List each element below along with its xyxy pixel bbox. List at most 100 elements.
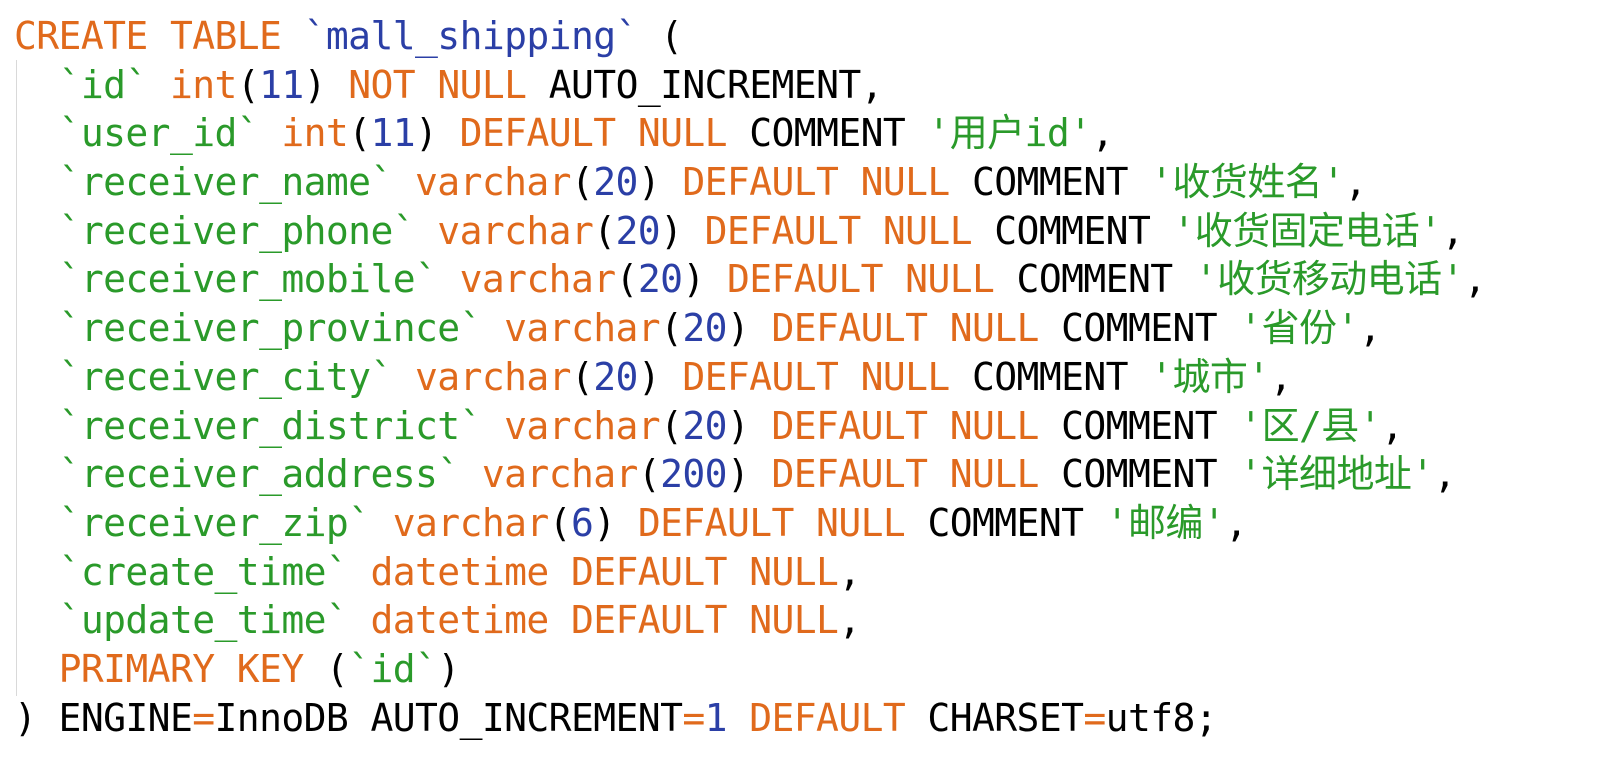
code-token: datetime DEFAULT NULL (348, 549, 839, 594)
sql-code-block[interactable]: CREATE TABLE `mall_shipping` ( `id` int(… (14, 12, 1487, 743)
code-line: `receiver_district` varchar(20) DEFAULT … (14, 402, 1486, 451)
code-token: DEFAULT NULL (682, 160, 950, 205)
code-token: , (1091, 111, 1114, 156)
code-token: ( (637, 452, 661, 497)
code-token: , (838, 549, 861, 594)
code-token: COMMENT (972, 208, 1173, 253)
code-token: , (1441, 208, 1464, 253)
code-token: `id` (58, 62, 149, 107)
code-token: '收货固定电话' (1172, 208, 1443, 253)
code-token: '用户id' (927, 111, 1092, 156)
code-token: DEFAULT NULL (637, 500, 906, 545)
code-token (14, 598, 59, 642)
code-token: InnoDB AUTO_INCREMENT (214, 695, 683, 740)
code-token: varchar (415, 208, 594, 253)
code-token: = (1083, 695, 1106, 740)
code-line: `create_time` datetime DEFAULT NULL, (14, 548, 1486, 597)
code-token: 200 (660, 452, 727, 497)
code-token: , (1380, 403, 1404, 448)
code-line: `receiver_mobile` varchar(20) DEFAULT NU… (14, 255, 1487, 304)
code-token: utf8; (1105, 695, 1218, 740)
code-token (14, 306, 59, 350)
code-token: `create_time` (58, 549, 349, 594)
code-line: `receiver_phone` varchar(20) DEFAULT NUL… (14, 207, 1486, 256)
code-token: `mall_shipping` (303, 14, 639, 58)
code-token: DEFAULT NULL (726, 257, 995, 302)
code-token: ) (437, 646, 460, 691)
code-line: `receiver_zip` varchar(6) DEFAULT NULL C… (14, 499, 1486, 548)
code-token: = (192, 695, 215, 740)
code-token (14, 111, 59, 155)
code-line: `receiver_address` varchar(200) DEFAULT … (14, 450, 1486, 499)
code-token (14, 257, 59, 301)
code-token: `receiver_province` (58, 306, 483, 351)
code-token (14, 160, 59, 204)
code-token: PRIMARY KEY (58, 646, 305, 691)
code-token: '详细地址' (1239, 452, 1434, 497)
code-token: ( (593, 208, 616, 253)
code-token (14, 550, 59, 594)
code-token: `receiver_zip` (58, 500, 372, 545)
code-token: , (1463, 257, 1487, 302)
code-token: 20 (637, 257, 683, 302)
code-token: '区/县' (1239, 403, 1381, 448)
code-token: datetime DEFAULT NULL (348, 598, 839, 643)
code-token (14, 63, 59, 107)
code-token: `receiver_name` (58, 160, 394, 205)
code-token: ) (660, 208, 705, 253)
code-token: ) (726, 403, 772, 448)
code-token: DEFAULT NULL (771, 403, 1039, 448)
code-token: DEFAULT NULL (771, 306, 1039, 351)
code-token: `update_time` (58, 598, 349, 643)
code-token: varchar (481, 306, 661, 351)
code-token: '邮编' (1105, 500, 1226, 545)
code-token: , (1344, 160, 1367, 205)
code-token: CHARSET (905, 695, 1084, 740)
code-token: ( (570, 354, 594, 399)
code-token: ) ENGINE (14, 695, 193, 740)
code-token: ) (637, 354, 683, 399)
code-line: ) ENGINE=InnoDB AUTO_INCREMENT=1 DEFAULT… (14, 694, 1486, 743)
code-token: 20 (682, 403, 727, 448)
code-token: `user_id` (58, 111, 260, 156)
code-token: , (1433, 452, 1457, 497)
code-line: `user_id` int(11) DEFAULT NULL COMMENT '… (14, 109, 1486, 158)
code-token: COMMENT (905, 500, 1106, 545)
code-token: 6 (570, 500, 594, 545)
code-token (727, 696, 749, 740)
code-token: 11 (370, 111, 416, 156)
code-token: `receiver_phone` (58, 208, 416, 253)
code-token: varchar (459, 452, 639, 497)
code-token: ( (570, 160, 594, 205)
code-token: DEFAULT NULL (682, 354, 950, 399)
code-token (14, 209, 59, 253)
code-token: 11 (259, 62, 304, 107)
code-token: varchar (370, 500, 550, 545)
code-token: varchar (392, 160, 572, 205)
code-token: ( (236, 62, 260, 107)
code-token: COMMENT (726, 111, 928, 156)
code-token: '收货移动电话' (1194, 257, 1465, 302)
code-token: , (1269, 354, 1293, 399)
code-token: 20 (615, 208, 661, 253)
code-token: ( (660, 403, 683, 448)
code-token: NOT NULL (348, 62, 527, 107)
code-token: '收货姓名' (1150, 160, 1345, 205)
code-token: varchar (481, 403, 661, 448)
code-token (14, 355, 59, 399)
code-token: ( (303, 646, 349, 691)
code-token: ) (637, 160, 683, 205)
code-line: PRIMARY KEY (`id`) (14, 645, 1486, 694)
code-token (14, 501, 59, 545)
code-token: `receiver_mobile` (58, 257, 438, 302)
code-token (14, 404, 59, 448)
code-token: DEFAULT NULL (704, 208, 973, 253)
code-token: ( (637, 14, 683, 58)
code-line: `receiver_province` varchar(20) DEFAULT … (14, 304, 1486, 353)
code-token: int (147, 62, 237, 107)
code-token: DEFAULT NULL (771, 452, 1040, 497)
code-token: ( (548, 500, 572, 545)
code-token: varchar (437, 257, 617, 302)
code-token: int (259, 111, 349, 156)
code-token: CREATE TABLE (14, 14, 304, 58)
